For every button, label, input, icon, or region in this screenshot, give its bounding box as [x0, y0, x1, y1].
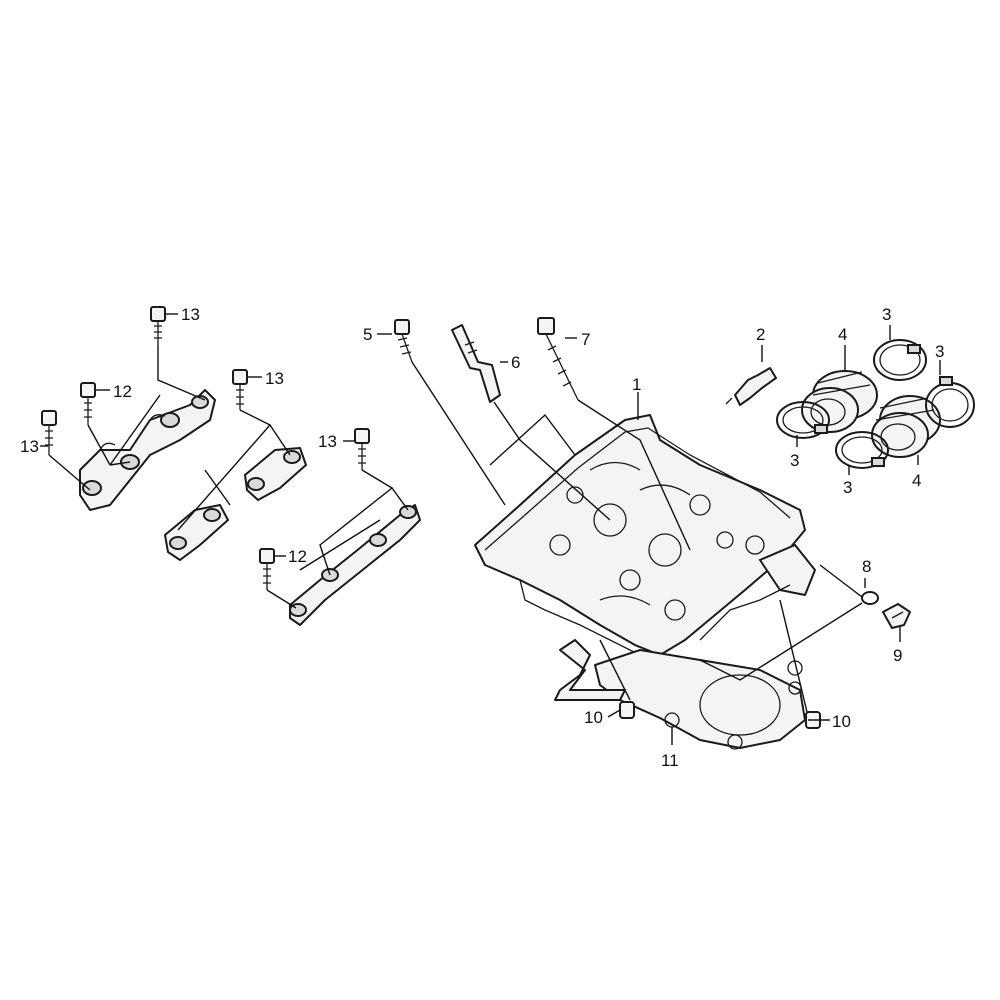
callout-2: 2 [756, 325, 765, 344]
callout-3-bottom-left: 3 [790, 451, 799, 470]
plug-bolt [882, 603, 911, 629]
callout-7: 7 [581, 330, 590, 349]
bolt-12-lower [259, 548, 275, 590]
clamp-bottom-left [776, 401, 830, 439]
callout-10-right: 10 [832, 712, 851, 731]
callout-6: 6 [511, 353, 520, 372]
callout-12-lower: 12 [288, 547, 307, 566]
cylinder-head [474, 414, 816, 656]
camshaft-holder-right [289, 504, 421, 626]
head-bolt [394, 319, 413, 363]
leader-lines-left [40, 313, 409, 609]
insulator-left [801, 370, 878, 433]
bolt-13-right [354, 428, 370, 470]
callout-3-bottom-right: 3 [843, 478, 852, 497]
o-ring [861, 591, 879, 605]
bolt-13-middle [232, 369, 248, 410]
callout-10-left: 10 [584, 708, 603, 727]
hose [554, 639, 626, 701]
callout-4-right: 4 [912, 471, 921, 490]
callout-11: 11 [661, 751, 679, 770]
camshaft-holder-middle [164, 447, 307, 561]
callout-13-top: 13 [181, 305, 200, 324]
leader-lines-right [796, 325, 941, 475]
insulator-right [871, 395, 941, 458]
callout-13-left: 13 [20, 437, 39, 456]
callout-13-middle: 13 [265, 369, 284, 388]
callout-4-left: 4 [838, 325, 847, 344]
callout-9: 9 [893, 646, 902, 665]
camshaft-holder-left-top [79, 389, 216, 511]
leader-lines-center [377, 333, 901, 745]
callout-3-top-right: 3 [935, 342, 944, 361]
callout-12-upper: 12 [113, 382, 132, 401]
bolt-13-left [41, 410, 57, 455]
callout-3-top-left: 3 [882, 305, 891, 324]
dowel-pin-left [619, 701, 635, 719]
spark-plug [451, 324, 501, 403]
clamp-top-left [873, 339, 927, 381]
callout-13-right: 13 [318, 432, 337, 451]
callout-5: 5 [363, 325, 372, 344]
clamp-bottom-right [835, 431, 889, 469]
head-gasket [594, 649, 806, 750]
temperature-sensor [725, 345, 777, 406]
clamp-top-right [925, 376, 975, 428]
callout-1: 1 [632, 375, 641, 394]
stud-bolt [537, 317, 579, 401]
bolt-13-top [150, 306, 166, 345]
callout-8: 8 [862, 557, 871, 576]
bolt-12-upper [80, 382, 96, 425]
